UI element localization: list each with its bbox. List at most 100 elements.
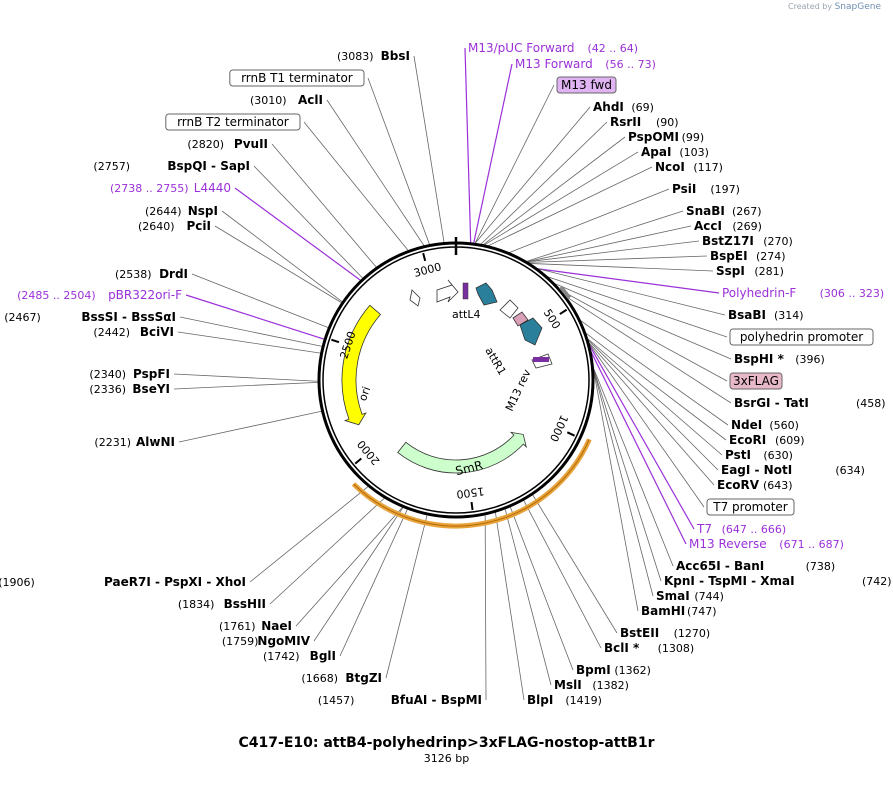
feature-box-label-3: rrnB T2 terminator xyxy=(177,115,289,129)
leader-left-20 xyxy=(339,508,408,657)
enzyme-label-right-10: AccI xyxy=(694,219,722,233)
leader-right-17 xyxy=(554,283,732,360)
primer-label-right-0: M13/pUC Forward xyxy=(468,41,575,55)
m13-fwd-mark xyxy=(462,282,469,300)
smr-arrow xyxy=(397,431,527,474)
feature-box-right-25 xyxy=(706,498,795,516)
primer-pos-right-14: (306 .. 323) xyxy=(820,287,885,300)
brand-name: SnapGene xyxy=(834,2,881,12)
enzyme-label-right-29: KpnI - TspMI - XmaI xyxy=(664,574,795,588)
tick-3000 xyxy=(422,252,427,262)
enzyme-label-left-17: BssHII xyxy=(224,597,266,611)
enzyme-label-left-22: BfuAI - BspMI xyxy=(391,693,482,707)
leader-right-23 xyxy=(587,339,719,471)
tick-1500 xyxy=(470,501,474,511)
enzyme-label-left-4: PvuII xyxy=(234,137,268,151)
tick-label-500: 500 xyxy=(541,307,563,332)
enzyme-pos-right-35: (1382) xyxy=(592,679,629,692)
enzyme-pos-left-19: (1759) xyxy=(222,635,259,648)
leader-right-35 xyxy=(504,508,552,686)
enzyme-pos-right-4: (90) xyxy=(656,116,679,129)
enzyme-pos-left-22: (1457) xyxy=(318,694,355,707)
tick-label-1500: 1500 xyxy=(456,484,485,500)
enzyme-label-left-13: PspFI xyxy=(133,367,170,381)
leader-right-2 xyxy=(474,84,555,244)
leader-right-33 xyxy=(523,500,602,649)
enzyme-pos-right-17: (396) xyxy=(795,353,825,366)
tick-label-2000: 2000 xyxy=(355,438,383,468)
enzyme-label-left-18: NaeI xyxy=(261,619,292,633)
enzyme-label-left-21: BtgZI xyxy=(345,671,382,685)
site-labels: BbsI(3083)rrnB T1 terminatorAclI(3010)rr… xyxy=(0,41,892,707)
enzyme-pos-left-2: (3010) xyxy=(250,94,287,107)
snapgene-brand: Created by SnapGene xyxy=(788,2,881,12)
enzyme-label-left-20: BglI xyxy=(310,649,336,663)
enzyme-label-left-8: PciI xyxy=(187,219,212,233)
plasmid-length: 3126 bp xyxy=(423,752,470,765)
tick-label-3000: 3000 xyxy=(412,260,442,280)
leader-left-22 xyxy=(484,514,487,701)
primer-pos-left-10: (2485 .. 2504) xyxy=(17,289,96,302)
primer-label-left-10: pBR322ori-F xyxy=(108,288,182,302)
feature-box-1 xyxy=(229,69,365,87)
ori-arrow xyxy=(341,304,382,426)
enzyme-label-left-19: NgoMIV xyxy=(257,634,310,648)
primer-pos-right-26: (647 .. 666) xyxy=(722,523,787,536)
enzyme-pos-left-0: (3083) xyxy=(337,50,374,63)
leader-left-0 xyxy=(413,55,445,243)
flag-region-mark xyxy=(559,285,572,300)
ori-label: ori xyxy=(356,385,373,403)
leader-left-11 xyxy=(179,316,323,347)
leader-left-8 xyxy=(214,225,342,304)
leader-right-36 xyxy=(494,512,525,701)
leader-left-7 xyxy=(221,210,343,303)
primer-label-right-14: Polyhedrin-F xyxy=(722,286,796,300)
enzyme-label-left-15: AlwNI xyxy=(136,435,175,449)
enzyme-label-left-11: BssSI - BssSαI xyxy=(81,310,176,324)
enzyme-label-left-16: PaeR7I - PspXI - XhoI xyxy=(104,575,246,589)
enzyme-pos-left-16: (1906) xyxy=(0,576,35,589)
enzyme-pos-right-7: (117) xyxy=(693,161,723,174)
leader-left-4 xyxy=(271,143,377,268)
leader-left-17 xyxy=(269,497,385,605)
enzyme-pos-left-18: (1761) xyxy=(219,620,256,633)
enzyme-pos-left-13: (2340) xyxy=(89,368,126,381)
leader-left-9 xyxy=(191,273,329,329)
enzyme-label-left-7: NspI xyxy=(188,204,218,218)
label-leader-lines xyxy=(173,47,732,701)
enzyme-pos-left-21: (1668) xyxy=(301,672,338,685)
backbone-ring xyxy=(317,241,595,529)
leader-right-9 xyxy=(526,210,684,262)
leader-right-5 xyxy=(483,136,626,246)
leader-right-31 xyxy=(593,370,639,612)
primer-pos-right-27: (671 .. 687) xyxy=(779,538,844,551)
enzyme-pos-right-33: (1308) xyxy=(658,642,695,655)
leader-right-10 xyxy=(526,225,692,263)
enzyme-label-left-12: BciVI xyxy=(140,325,174,339)
enzyme-label-left-0: BbsI xyxy=(381,49,410,63)
leader-right-0 xyxy=(464,47,472,243)
enzyme-pos-left-14: (2336) xyxy=(89,383,126,396)
leader-right-26 xyxy=(589,345,695,530)
leader-right-29 xyxy=(593,368,662,582)
enzyme-pos-left-17: (1834) xyxy=(178,598,215,611)
enzyme-pos-right-11: (270) xyxy=(763,235,793,248)
enzyme-pos-right-31: (747) xyxy=(687,605,717,618)
enzyme-label-left-14: BseYI xyxy=(132,382,170,396)
enzyme-pos-right-23: (634) xyxy=(835,464,865,477)
enzyme-pos-left-4: (2820) xyxy=(187,138,224,151)
tick-2000 xyxy=(354,457,362,465)
leader-right-32 xyxy=(532,494,618,634)
enzyme-pos-left-5: (2757) xyxy=(93,160,130,173)
enzyme-label-right-20: NdeI xyxy=(731,418,762,432)
leader-left-12 xyxy=(177,331,321,354)
leader-right-8 xyxy=(509,188,670,254)
enzyme-pos-right-34: (1362) xyxy=(614,664,651,677)
primer-pos-right-1: (56 .. 73) xyxy=(605,58,656,71)
leader-right-3 xyxy=(474,106,591,244)
tick-500 xyxy=(559,308,568,315)
enzyme-pos-right-36: (1419) xyxy=(565,694,602,707)
enzyme-pos-right-22: (630) xyxy=(763,449,793,462)
enzyme-label-right-21: EcoRI xyxy=(729,433,766,447)
